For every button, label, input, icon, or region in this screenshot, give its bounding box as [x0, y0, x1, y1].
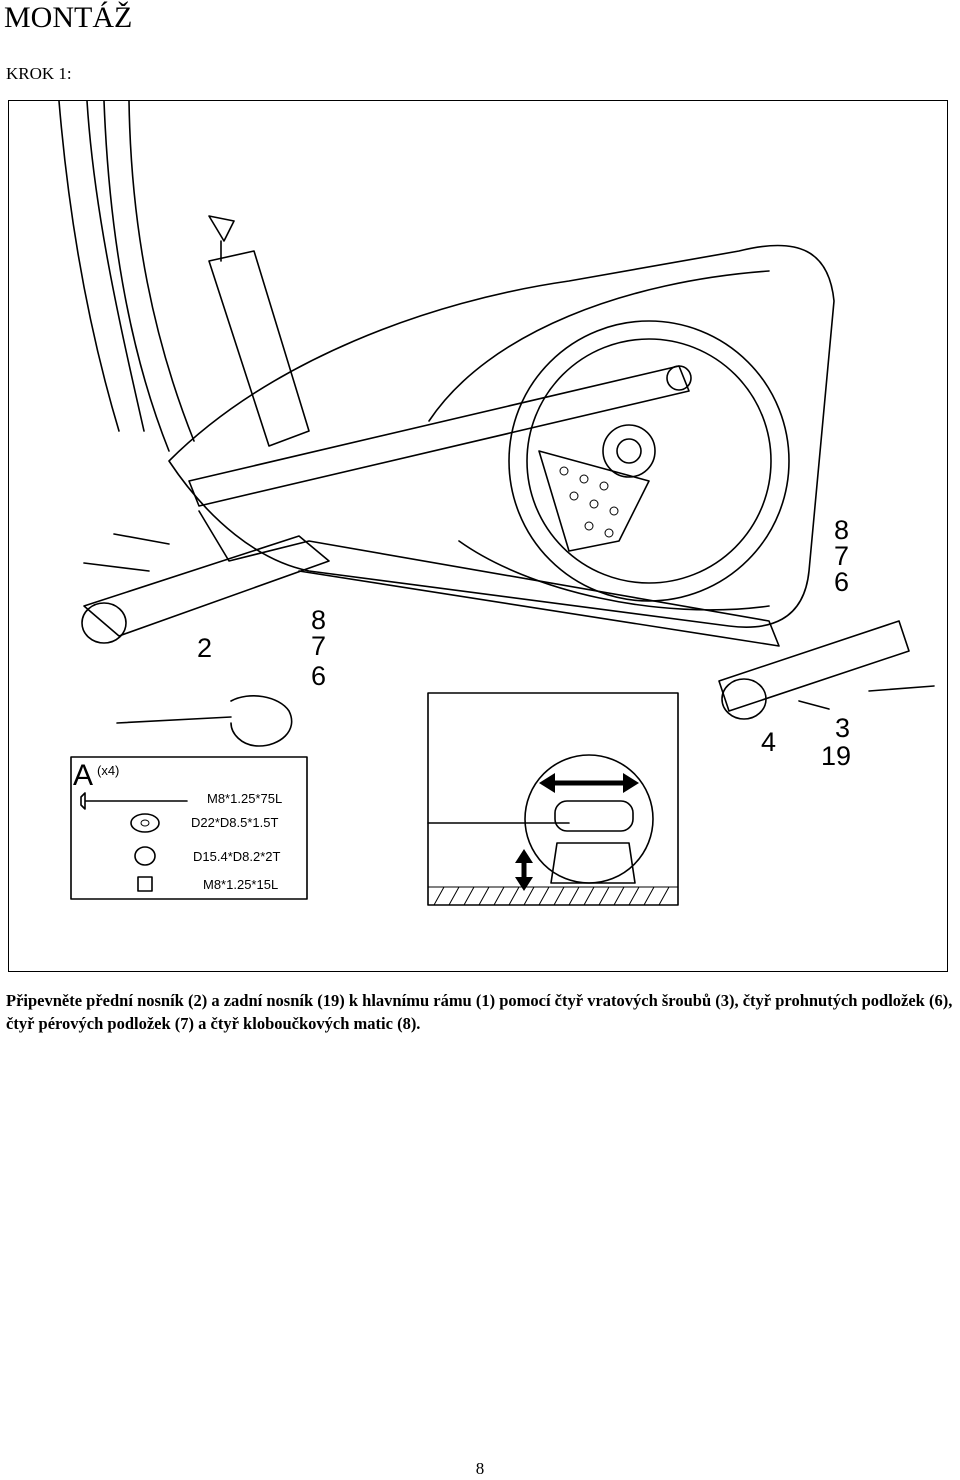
bolt-rear-2 — [798, 700, 830, 710]
hardware-quantity: (x4) — [97, 763, 119, 778]
frame-inner-line — [428, 270, 770, 611]
assembly-figure: 2 8 7 6 8 7 6 3 4 19 A (x4) M8*1.25*75L … — [8, 100, 948, 972]
seat-post — [208, 250, 310, 447]
part-label-6-rear: 6 — [834, 567, 849, 597]
part-label-7-rear: 7 — [834, 541, 849, 571]
leveler-knob — [554, 800, 634, 832]
flywheel — [508, 320, 790, 602]
main-frame — [168, 244, 835, 628]
wrench-tool — [116, 695, 293, 747]
spec-curved-washer: D22*D8.5*1.5T — [191, 815, 278, 830]
part-label-2: 2 — [197, 633, 212, 663]
flywheel-inner — [526, 338, 772, 584]
seat-post-knob — [208, 215, 235, 262]
part-label-3: 3 — [835, 713, 850, 743]
page-title: MONTÁŽ — [4, 1, 133, 34]
part-label-6-front: 6 — [311, 661, 326, 691]
washer-spring-icon — [134, 846, 156, 866]
leveler-foot — [550, 842, 636, 884]
leveling-detail-box — [427, 692, 679, 906]
flywheel-vent-panel — [538, 450, 650, 552]
flywheel-axle — [616, 438, 642, 464]
page-number: 8 — [475, 1459, 485, 1478]
handlebar-pole-right — [103, 101, 195, 452]
pedal-bar-pivot — [666, 365, 692, 391]
washer-flat-icon — [130, 813, 160, 833]
spec-spring-washer: D15.4*D8.2*2T — [193, 849, 280, 864]
spec-bolt: M8*1.25*75L — [207, 791, 282, 806]
bolt-front-2 — [83, 562, 150, 572]
rear-endcap — [721, 678, 767, 720]
hardware-letter: A — [73, 759, 93, 792]
handlebar-pole-left — [58, 101, 145, 432]
bolt-front-1 — [113, 533, 170, 545]
flywheel-hub — [602, 424, 656, 478]
floor-hatch — [433, 886, 670, 906]
vent-holes — [559, 466, 619, 538]
bolt-75l-icon — [80, 792, 188, 810]
bolt-rear-1 — [868, 685, 935, 692]
pedal-bar — [188, 365, 690, 507]
front-wheel — [81, 602, 127, 644]
instruction-caption: Připevněte přední nosník (2) a zadní nos… — [6, 991, 953, 1033]
lower-frame-tube — [198, 510, 780, 647]
cap-nut-icon — [137, 876, 153, 892]
part-label-7-front: 7 — [311, 631, 326, 661]
front-stabilizer — [83, 535, 330, 637]
assembly-drawing: 2 8 7 6 8 7 6 3 4 19 A (x4) M8*1.25*75L … — [58, 101, 935, 906]
part-label-4: 4 — [761, 727, 776, 757]
part-label-8-rear: 8 — [834, 515, 849, 545]
hardware-box: A (x4) M8*1.25*75L D22*D8.5*1.5T D15.4*D… — [70, 756, 308, 900]
part-label-19: 19 — [821, 741, 851, 771]
part-label-8-front: 8 — [311, 605, 326, 635]
step-heading: KROK 1: — [6, 64, 72, 83]
rear-stabilizer — [718, 620, 910, 712]
spec-cap-nut: M8*1.25*15L — [203, 877, 278, 892]
